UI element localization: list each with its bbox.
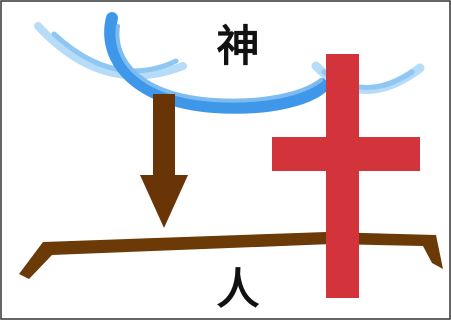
arrow-head — [140, 175, 188, 228]
descending-arrow — [140, 94, 188, 228]
cloud-stroke-left — [51, 31, 179, 74]
cloud-stroke-main — [104, 12, 333, 114]
cloud-stroke-main-inner — [115, 24, 323, 103]
cross-horizontal — [272, 137, 420, 171]
cloud-stroke-left-faint — [34, 22, 187, 80]
cross-vertical — [326, 54, 359, 298]
red-cross — [272, 54, 420, 298]
arrow-shaft — [153, 94, 175, 176]
kanji-man: 人 — [217, 265, 260, 315]
kanji-god: 神 — [217, 22, 260, 72]
